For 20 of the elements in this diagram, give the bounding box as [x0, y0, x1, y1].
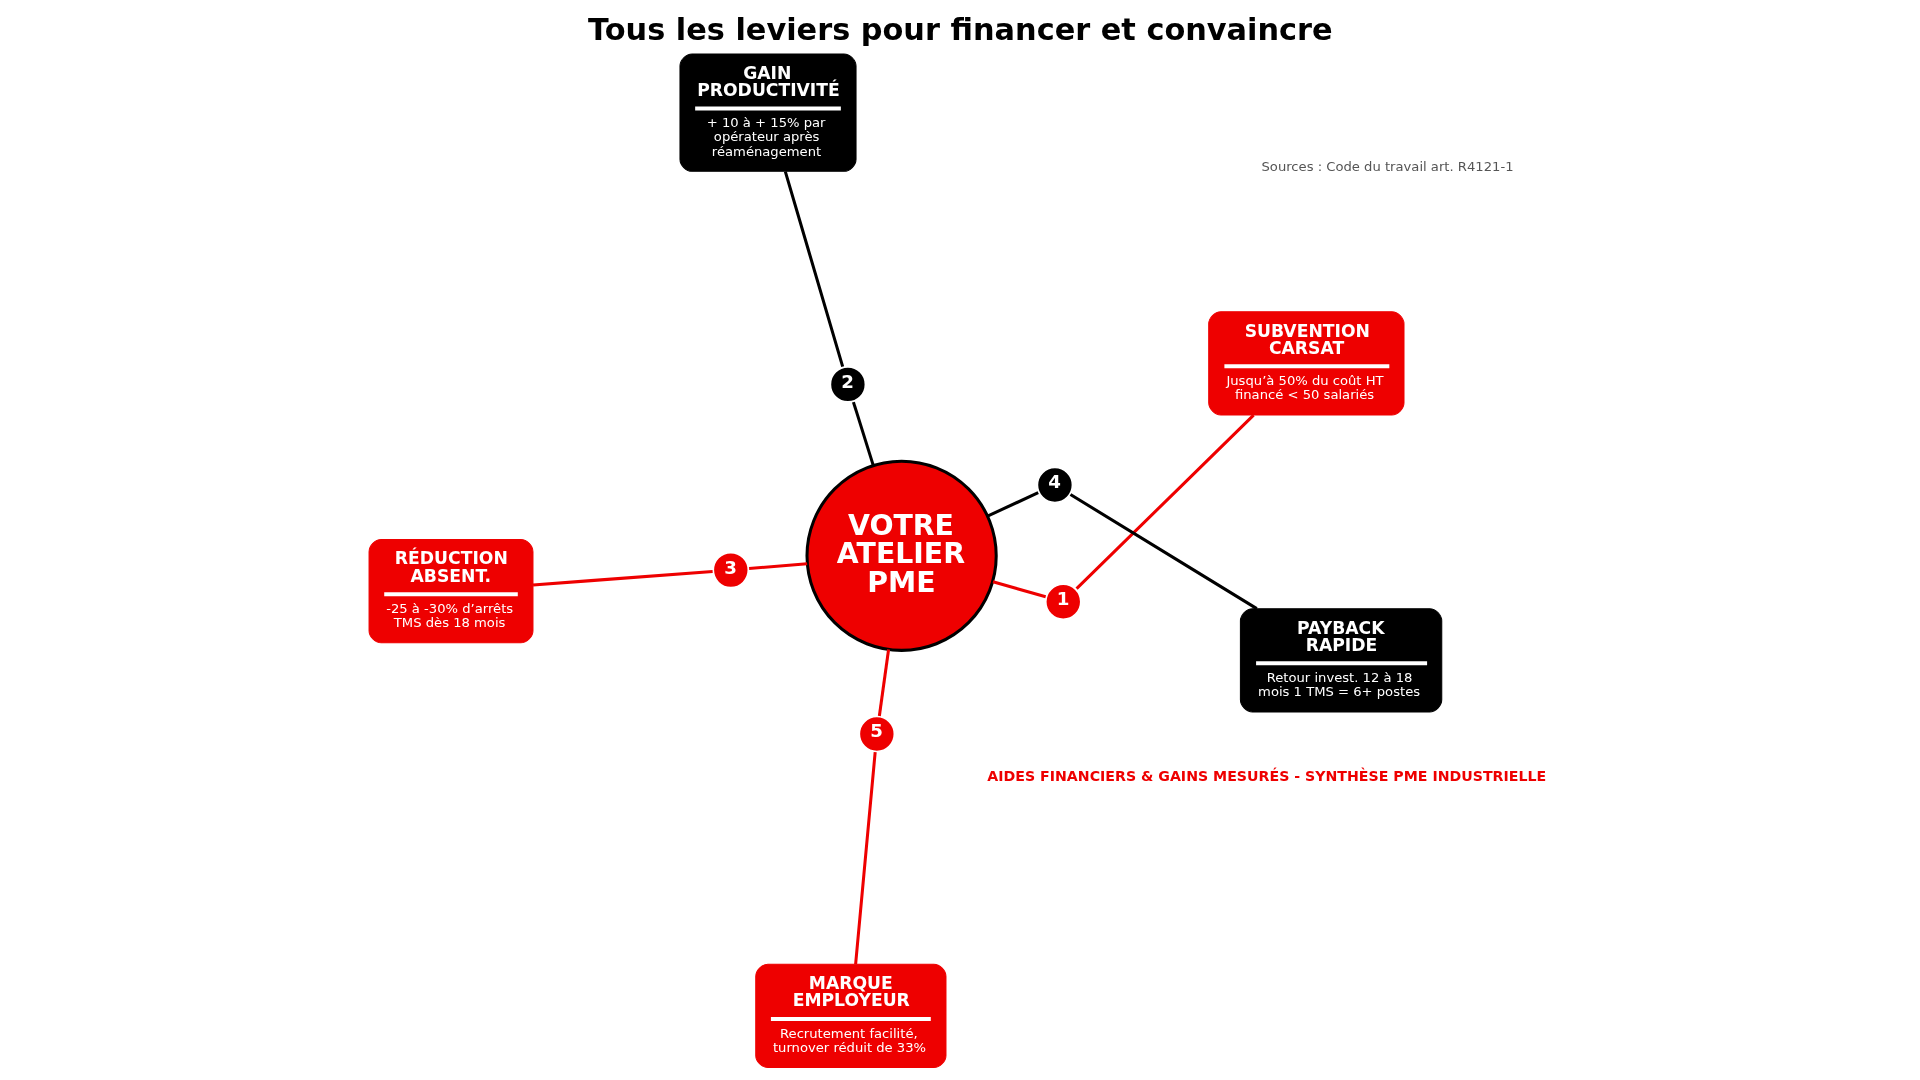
connector	[851, 401, 875, 466]
connector	[783, 171, 844, 368]
connector	[748, 562, 807, 571]
connector	[877, 649, 890, 717]
connector	[992, 580, 1046, 599]
connector	[986, 491, 1039, 518]
diagram-title: Tous les leviers pour financer et convaincre	[587, 11, 1333, 47]
node-box: MARQUE EMPLOYEUR Recrutement facilité, turnover réduit de 33%	[754, 963, 946, 1069]
node-box: GAIN PRODUCTIVITÉ + 10 à + 15% par opérateur après réaménagement	[678, 53, 857, 172]
caption: Sources : Code du travail art. R4121-1	[1261, 159, 1514, 175]
node-box: RÉDUCTION ABSENT. -25 à -30% d’arrêts TMS dès 18 mois	[368, 539, 533, 644]
node-box: PAYBACK RAPIDE Retour invest. 12 à 18 mois 1 TMS = 6+ postes	[1239, 608, 1442, 713]
connector	[853, 752, 877, 965]
node-circle: 1	[1043, 582, 1083, 622]
label: AIDES FINANCIERS & GAINS MESURÉS - SYNTHÈSE PME INDUSTRIELLE	[986, 767, 1546, 784]
connector	[1075, 413, 1255, 590]
connector	[1069, 493, 1258, 610]
connector	[532, 569, 713, 587]
node-box: SUBVENTION CARSAT Jusqu’à 50% du coût HT financé < 50 salariés	[1207, 311, 1404, 416]
node-circle: VOTRE ATELIER PME	[805, 459, 998, 652]
